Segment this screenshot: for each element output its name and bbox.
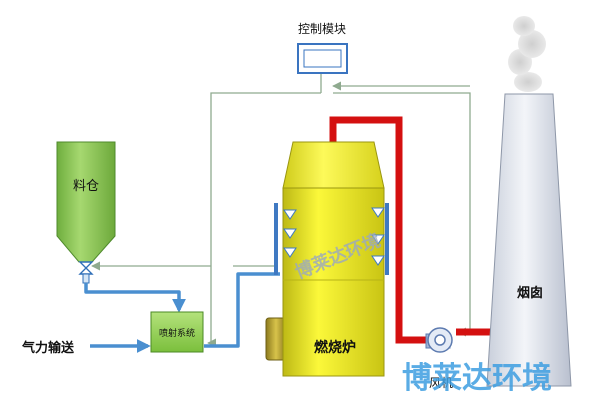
watermark-bottom: 博莱达环境 — [402, 361, 552, 396]
control-line-to-spray — [207, 92, 321, 348]
spray-system: 喷射系统 — [150, 311, 204, 353]
silo-label: 料仓 — [73, 179, 99, 194]
nozzle-icon — [283, 209, 297, 220]
chimney: 烟囱 — [486, 93, 572, 387]
control-module-label: 控制模块 — [298, 22, 346, 36]
nozzle-icon — [283, 247, 297, 258]
flue-pipe — [329, 116, 490, 344]
silo: 料仓 — [56, 141, 116, 284]
silo-to-spray-pipe — [84, 283, 186, 313]
nozzle-icon — [371, 234, 385, 245]
control-module: 控制模块 — [297, 22, 348, 74]
nozzle-icon — [283, 228, 297, 239]
control-lines — [91, 74, 471, 348]
silo-outlet — [82, 273, 90, 284]
fan-icon — [434, 334, 446, 346]
spray-system-label: 喷射系统 — [159, 327, 195, 339]
nozzles-left — [283, 209, 297, 258]
smoke-icon — [508, 16, 546, 92]
furnace: 燃烧炉 — [265, 141, 389, 377]
nozzle-rack-right — [385, 203, 389, 275]
feed-pipes — [84, 272, 280, 353]
spray-to-furnace-pipe — [204, 272, 280, 348]
nozzle-icon — [371, 255, 385, 266]
chimney-label: 烟囱 — [517, 285, 543, 301]
furnace-label: 燃烧炉 — [314, 339, 356, 356]
silo-valve-icon — [78, 261, 94, 275]
nozzle-icon — [371, 207, 385, 218]
pneumatic-label: 气力输送 — [22, 340, 75, 356]
nozzle-rack-left — [274, 203, 278, 275]
nozzles-right — [371, 207, 385, 266]
fan-label: 风机 — [429, 376, 453, 390]
fan: 风机 — [425, 327, 453, 390]
